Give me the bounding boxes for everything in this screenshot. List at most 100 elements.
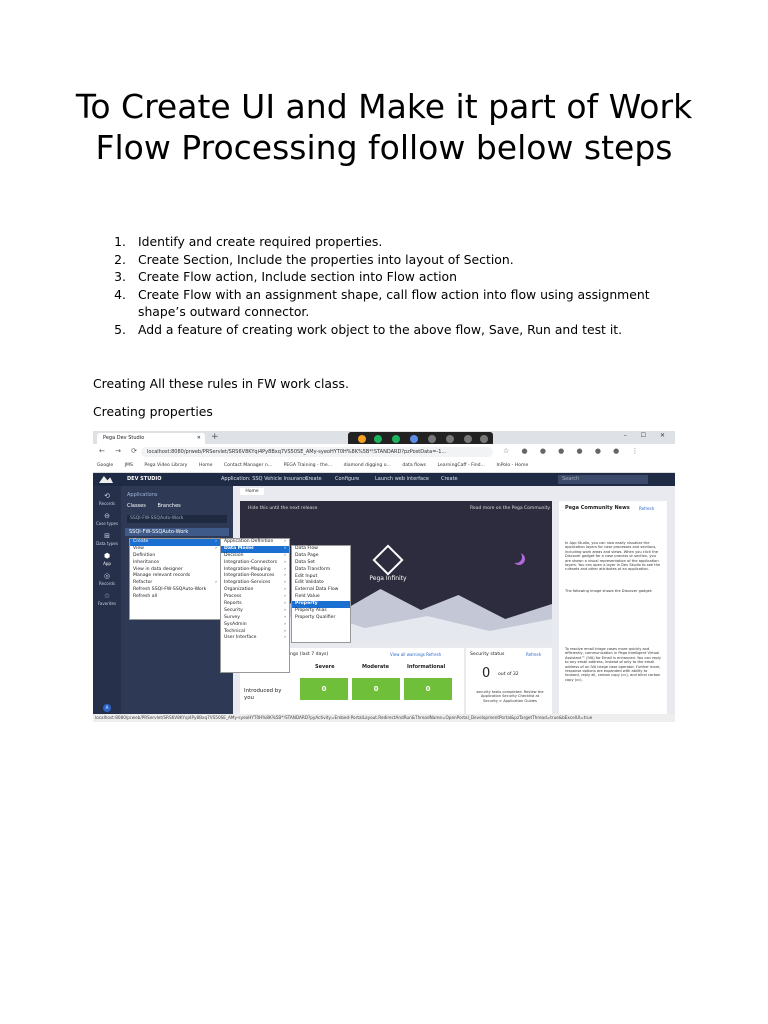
menu-item[interactable]: Data Set (295, 559, 315, 565)
chat-icon[interactable] (392, 435, 400, 443)
menu-item[interactable]: Refresh SSQI-FW-SSQAuto-Work (133, 587, 207, 593)
bookmark[interactable]: PEGA Training - the... (283, 463, 333, 468)
menu-create[interactable]: Create (305, 476, 322, 482)
menu-item[interactable]: Technical› (221, 629, 289, 636)
menu-item[interactable]: View in data designer (133, 566, 183, 572)
menu-item[interactable]: Property Qualifier (295, 614, 336, 620)
security-refresh-link[interactable]: Refresh (526, 652, 542, 657)
bookmark[interactable]: InPolo - Home (496, 463, 529, 468)
bookmark[interactable]: diamond digging o... (343, 463, 391, 468)
menu-item[interactable]: Integration-Connectors› (221, 560, 289, 567)
bookmark[interactable]: LearningCaff - Find... (437, 463, 485, 468)
studio-label[interactable]: DEV STUDIO (127, 476, 162, 482)
app-header: DEV STUDIO Application: SSQ Vehicle Insu… (93, 473, 675, 486)
selected-class[interactable]: SSQI-FW-SSQAuto-Work (125, 528, 229, 536)
menu-item[interactable]: Application Definition› (221, 539, 289, 546)
menu-label: Security (224, 607, 243, 613)
menu-item[interactable]: Survey› (221, 615, 289, 622)
tab-branches[interactable]: Branches (157, 503, 181, 509)
menu-item[interactable]: Property Alias (295, 608, 327, 614)
step-item: 5.Add a feature of creating work object … (92, 321, 682, 339)
menu-label: Integration-Connectors (224, 559, 278, 565)
extension-icons[interactable]: ☆ ● ● ● ● ● ● ⋮ (503, 447, 644, 455)
security-total: out of 32 (498, 672, 519, 677)
menu-item[interactable]: Integration-Resources› (221, 573, 289, 580)
menu-item[interactable]: Refresh all (133, 594, 158, 600)
paragraph-creating-properties: Creating properties (93, 404, 213, 419)
menu-item[interactable]: User Interface› (221, 635, 289, 642)
tab-classes[interactable]: Classes (127, 503, 146, 509)
menu-item[interactable]: Edit Validate (295, 580, 324, 586)
pen-icon[interactable] (464, 435, 472, 443)
menu-item-data-model[interactable]: Data Model› (221, 545, 289, 553)
class-filter-input[interactable]: SSQI-FW-SSQAuto-Work (127, 515, 227, 523)
menu-item[interactable]: Field Value (295, 594, 320, 600)
rail-favorites[interactable]: ☆Favorites (93, 592, 121, 606)
applications-link[interactable]: Applications (127, 492, 158, 498)
rail-records-2[interactable]: ◎Records (93, 572, 121, 586)
nav-arrows-icon[interactable]: ← → ⟳ (99, 447, 142, 455)
star-icon: ☆ (103, 592, 111, 600)
menu-item[interactable]: View› (130, 546, 220, 553)
tab-home[interactable]: Home (240, 488, 264, 495)
draw-icon[interactable] (428, 435, 436, 443)
menu-item[interactable]: Reports› (221, 601, 289, 608)
rail-app[interactable]: ⬢App (93, 552, 121, 566)
menu-configure[interactable]: Configure (335, 476, 360, 482)
menu-label: View (133, 545, 144, 551)
data-types-icon: ⊞ (104, 532, 110, 540)
menu-item-create[interactable]: Create› (130, 539, 220, 546)
user-avatar[interactable]: A (93, 704, 121, 713)
bookmark[interactable]: JMS (124, 463, 133, 468)
menu-item[interactable]: Refactor› (130, 580, 220, 587)
menu-create-2[interactable]: Create (441, 476, 458, 482)
video-icon[interactable] (410, 435, 418, 443)
menu-item[interactable]: Data Page (295, 552, 319, 558)
menu-item[interactable]: Data Transform (295, 566, 331, 572)
bookmark[interactable]: Home (198, 463, 213, 468)
severe-count[interactable]: 0 (300, 678, 348, 700)
rail-records[interactable]: ⟲Records (93, 492, 121, 506)
menu-item[interactable]: Definition (133, 552, 156, 558)
menu-item-property[interactable]: Property (292, 601, 350, 609)
moderate-count[interactable]: 0 (352, 678, 400, 700)
bookmark[interactable]: Pega Video Library (144, 463, 188, 468)
menu-item[interactable]: Edit Input (295, 573, 318, 579)
browser-tab[interactable]: Pega Dev Studio✕ (97, 433, 205, 444)
menu-item[interactable]: Manage relevant records (133, 573, 191, 579)
view-warnings-link[interactable]: View all warnings Refresh (390, 652, 442, 657)
menu-item[interactable]: SysAdmin› (221, 622, 289, 629)
rail-data-types[interactable]: ⊞Data types (93, 532, 121, 546)
menu-item[interactable]: Security› (221, 608, 289, 615)
brand-mark: Pega Infinity (358, 544, 418, 582)
download-icon[interactable] (374, 435, 382, 443)
new-tab-icon[interactable]: + (211, 432, 219, 442)
close-icon[interactable]: ✕ (196, 435, 201, 441)
record-icon[interactable] (358, 435, 366, 443)
bookmark[interactable]: Google (97, 463, 114, 468)
menu-item[interactable]: Decision› (221, 553, 289, 560)
bookmark[interactable]: data flows (402, 463, 426, 468)
read-more-link[interactable]: Read more on the Pega Community (470, 506, 551, 511)
menu-item[interactable]: Data Flow (295, 546, 318, 551)
application-selector[interactable]: Application: SSQ Vehicle Insurance (221, 476, 309, 482)
menu-item[interactable]: Inheritance (133, 559, 160, 565)
bookmark[interactable]: Contact Manager n... (223, 463, 273, 468)
news-refresh-link[interactable]: Refresh (639, 506, 655, 511)
chevron-right-icon: › (284, 621, 286, 627)
informational-count[interactable]: 0 (404, 678, 452, 700)
url-field[interactable]: localhost:8080/prweb/PRServlet/SRS6V8KYq… (141, 447, 493, 457)
search-input[interactable]: Search (558, 475, 648, 484)
menu-item[interactable]: Integration-Mapping› (221, 567, 289, 574)
menu-launch[interactable]: Launch web interface (375, 476, 429, 482)
close-icon[interactable] (480, 435, 488, 443)
hide-banner-link[interactable]: Hide this until the next release (248, 506, 318, 511)
rail-case-types[interactable]: ⊖Case types (93, 512, 121, 526)
menu-item[interactable]: External Data Flow (295, 587, 339, 593)
menu-label: Decision (224, 552, 244, 558)
menu-item[interactable]: Integration-Services› (221, 580, 289, 587)
menu-item[interactable]: Process› (221, 594, 289, 601)
menu-item[interactable]: Organization› (221, 587, 289, 594)
window-controls[interactable]: – ☐ ✕ (623, 432, 671, 439)
shape-icon[interactable] (446, 435, 454, 443)
